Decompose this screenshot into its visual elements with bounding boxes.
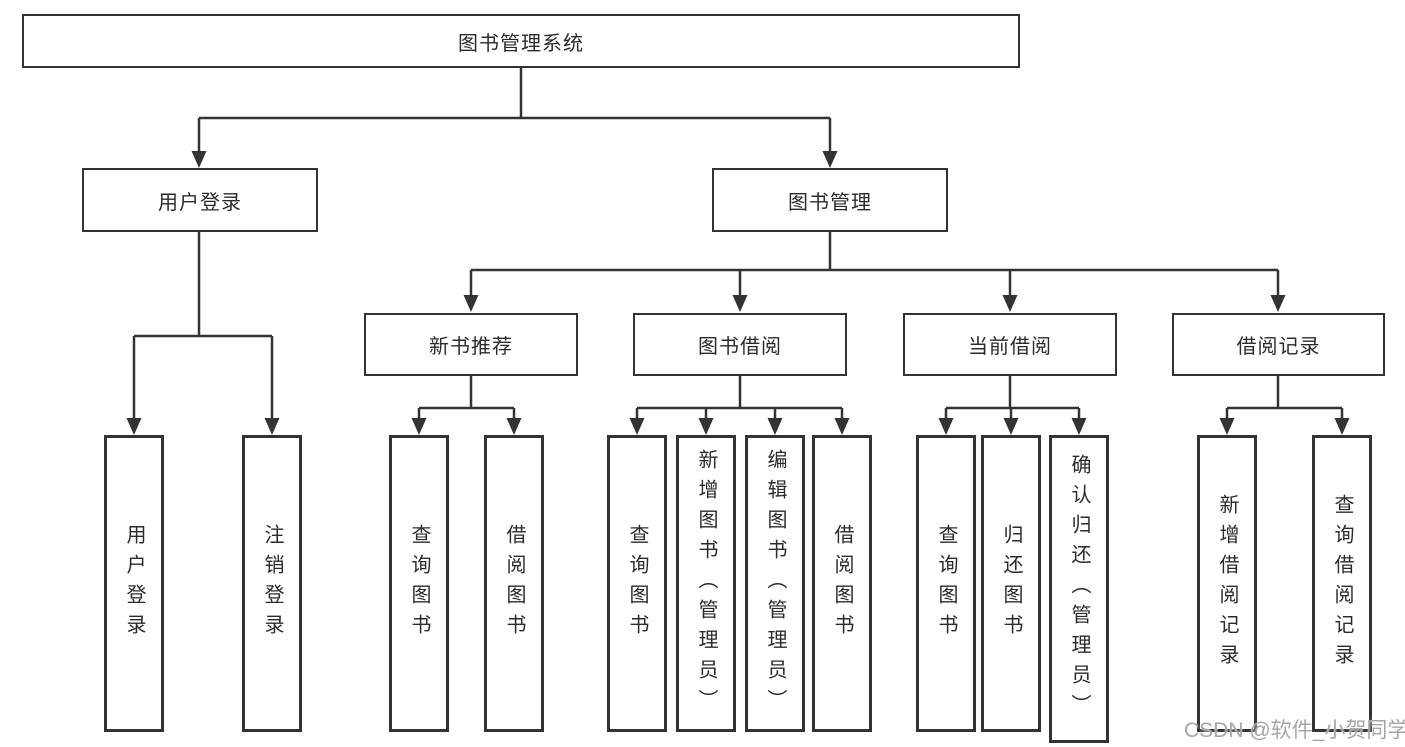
arrowheads bbox=[126, 151, 1350, 435]
leaf-query-books-current-label: 查询图书 bbox=[935, 523, 957, 644]
leaf-query-books-recommend: 查询图书 bbox=[389, 435, 449, 732]
leaf-query-books-borrowing: 查询图书 bbox=[607, 435, 667, 732]
leaf-add-borrow-record: 新增借阅记录 bbox=[1197, 435, 1257, 732]
leaf-return-books-label: 归还图书 bbox=[1000, 523, 1022, 644]
leaf-query-books-current: 查询图书 bbox=[916, 435, 976, 732]
leaf-borrow-books-borrowing-label: 借阅图书 bbox=[831, 523, 853, 644]
node-new-book-recommendation-label: 新书推荐 bbox=[429, 336, 513, 358]
leaf-user-login-label: 用户登录 bbox=[123, 523, 145, 644]
leaf-query-borrow-record-label: 查询借阅记录 bbox=[1331, 493, 1353, 674]
leaf-logout-label: 注销登录 bbox=[261, 523, 283, 644]
leaf-add-borrow-record-label: 新增借阅记录 bbox=[1216, 493, 1238, 674]
node-user-login-label: 用户登录 bbox=[158, 191, 242, 214]
node-book-management-label: 图书管理 bbox=[788, 191, 872, 214]
node-user-login: 用户登录 bbox=[82, 168, 318, 232]
csdn-watermark: CSDN @软件_小贺同学 bbox=[1184, 719, 1405, 742]
node-book-management: 图书管理 bbox=[712, 168, 948, 232]
leaf-logout: 注销登录 bbox=[242, 435, 302, 732]
leaf-edit-books-admin-label: 编辑图书（管理员） bbox=[764, 448, 786, 719]
leaf-query-borrow-record: 查询借阅记录 bbox=[1312, 435, 1372, 732]
leaf-confirm-return-admin-label: 确认归还（管理员） bbox=[1068, 454, 1090, 724]
node-current-borrowing: 当前借阅 bbox=[903, 313, 1117, 376]
leaf-add-books-admin: 新增图书（管理员） bbox=[676, 435, 736, 732]
node-book-borrowing-label: 图书借阅 bbox=[698, 336, 782, 358]
leaf-return-books: 归还图书 bbox=[981, 435, 1041, 732]
node-library-management-system-label: 图书管理系统 bbox=[458, 32, 584, 55]
leaf-query-books-recommend-label: 查询图书 bbox=[408, 523, 430, 644]
node-library-management-system: 图书管理系统 bbox=[22, 14, 1020, 68]
leaf-edit-books-admin: 编辑图书（管理员） bbox=[745, 435, 805, 732]
leaf-confirm-return-admin: 确认归还（管理员） bbox=[1049, 435, 1109, 743]
leaf-query-books-borrowing-label: 查询图书 bbox=[626, 523, 648, 644]
node-current-borrowing-label: 当前借阅 bbox=[968, 336, 1052, 358]
leaf-add-books-admin-label: 新增图书（管理员） bbox=[695, 448, 717, 719]
node-book-borrowing: 图书借阅 bbox=[633, 313, 847, 376]
leaf-borrow-books-borrowing: 借阅图书 bbox=[812, 435, 872, 732]
leaf-borrow-books-recommend: 借阅图书 bbox=[484, 435, 544, 732]
node-new-book-recommendation: 新书推荐 bbox=[364, 313, 578, 376]
leaf-borrow-books-recommend-label: 借阅图书 bbox=[503, 523, 525, 644]
leaf-user-login: 用户登录 bbox=[104, 435, 164, 732]
node-borrowing-records: 借阅记录 bbox=[1172, 313, 1385, 376]
node-borrowing-records-label: 借阅记录 bbox=[1236, 336, 1321, 358]
